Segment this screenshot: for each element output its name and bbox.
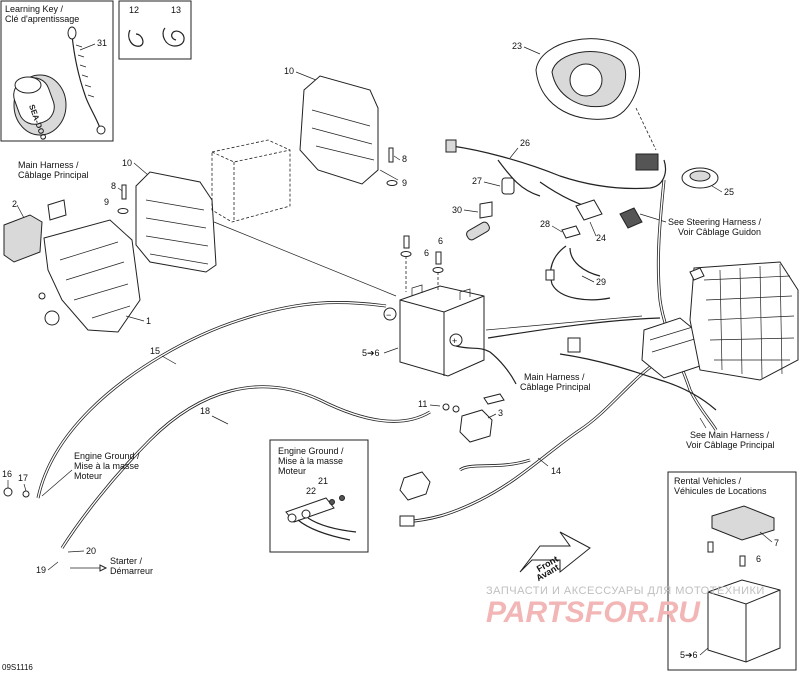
starter-en: Starter /: [110, 556, 143, 566]
main-harness-2-en: Main Harness /: [524, 372, 585, 382]
callout-9a: 9: [104, 197, 109, 207]
main-harness-1-en: Main Harness /: [18, 160, 79, 170]
engine-ground-left-1: Engine Ground /: [74, 451, 140, 461]
callout-14: 14: [551, 466, 561, 476]
rental-battery: [707, 579, 781, 663]
callout-8b: 8: [402, 154, 407, 164]
engine-ground-left: 16 17 Engine Ground / Mise à la masse Mo…: [2, 451, 153, 576]
main-harness-bracket-left: Main Harness / Câblage Principal 2 1: [3, 160, 151, 333]
main-harness-right: See Main Harness / Voir Câblage Principa…: [487, 179, 799, 450]
callout-26: 26: [520, 138, 530, 148]
learning-key-title-fr: Clé d'aprentissage: [5, 14, 79, 24]
callout-2: 2: [12, 199, 17, 209]
starter-solenoid: 11 3: [418, 399, 503, 443]
callout-10b: 10: [284, 66, 294, 76]
callout-21: 21: [318, 476, 328, 486]
gauge-cluster: 23: [512, 38, 657, 151]
engine-ground-left-2: Mise à la masse: [74, 461, 139, 471]
see-main-harness-fr: Voir Câblage Principal: [686, 440, 775, 450]
battery-housing-left: 10 8 9: [104, 158, 217, 273]
callout-16: 16: [2, 469, 12, 479]
steering-harness-fr: Voir Câblage Guidon: [678, 227, 761, 237]
watermark: ЗАПЧАСТИ И АКСЕССУАРЫ ДЛЯ МОТОТЕХНИКИ PA…: [486, 585, 765, 629]
cable-14: 14: [399, 358, 661, 527]
callout-1: 1: [146, 316, 151, 326]
callout-22: 22: [306, 486, 316, 496]
main-harness-1-fr: Câblage Principal: [18, 170, 89, 180]
callout-9b: 9: [402, 178, 407, 188]
cable-15: 15: [36, 301, 387, 499]
callout-25: 25: [724, 187, 734, 197]
engine-ground-box-3: Moteur: [278, 466, 306, 476]
rental-vehicles-inset: Rental Vehicles / Véhicules de Locations…: [667, 471, 797, 671]
learning-key-inset: Learning Key / Clé d'aprentissage SEA-DO…: [0, 0, 114, 142]
sensor-wires: 28 29: [540, 219, 611, 301]
learning-key-drawing: SEA-DOO: [13, 26, 106, 141]
starter-fr: Démarreur: [110, 566, 153, 576]
clip-13: [162, 27, 185, 47]
callout-13: 13: [171, 5, 181, 15]
battery-ghost: [211, 139, 291, 223]
callout-28: 28: [540, 219, 550, 229]
battery-main: − + 5➔6 6 6: [362, 235, 485, 377]
callout-27: 27: [472, 176, 482, 186]
drawing-id: 09S1116: [2, 663, 33, 672]
callout-29: 29: [596, 277, 606, 287]
callout-6a: 6: [424, 248, 429, 258]
battery-plus: +: [452, 336, 457, 346]
callout-12: 12: [129, 5, 139, 15]
battery-tray-top: 10 8 9: [284, 66, 407, 188]
callout-7: 7: [774, 538, 779, 548]
callout-6b: 6: [438, 236, 443, 246]
engine-ground-left-3: Moteur: [74, 471, 102, 481]
relay-connector: [399, 471, 431, 501]
battery-cover: [711, 505, 775, 541]
battery-ref-rental: 5➔6: [680, 650, 698, 660]
engine-ground-inset: Engine Ground / Mise à la masse Moteur 2…: [269, 439, 369, 553]
callout-23: 23: [512, 41, 522, 51]
watermark-line1: ЗАПЧАСТИ И АКСЕССУАРЫ ДЛЯ МОТОТЕХНИКИ: [486, 585, 765, 597]
callout-6c: 6: [756, 554, 761, 564]
callout-31: 31: [97, 38, 107, 48]
steering-harness: 26 27 30 24 See Steering Harness / Voir …: [445, 138, 762, 243]
callout-10a: 10: [122, 158, 132, 168]
main-harness-2-fr: Câblage Principal: [520, 382, 591, 392]
front-arrow: Front Avant: [519, 531, 591, 583]
callout-24: 24: [596, 233, 606, 243]
connector-block: [3, 214, 43, 263]
callout-11: 11: [418, 399, 427, 409]
button-knob: 25: [681, 167, 734, 197]
battery-minus: −: [386, 310, 391, 320]
positive-lead: Main Harness / Câblage Principal: [455, 345, 591, 405]
clip-12: [128, 29, 144, 47]
callout-8a: 8: [111, 181, 116, 191]
see-main-harness-en: See Main Harness /: [690, 430, 770, 440]
callout-18: 18: [200, 406, 210, 416]
callout-30: 30: [452, 205, 462, 215]
learning-key-title-en: Learning Key /: [5, 4, 64, 14]
steering-harness-en: See Steering Harness /: [668, 217, 762, 227]
engine-ground-box-1: Engine Ground /: [278, 446, 344, 456]
battery-ref-main: 5➔6: [362, 348, 380, 358]
clips-inset: 12 13: [118, 0, 192, 60]
watermark-line2: PARTSFOR.RU: [486, 596, 701, 629]
rental-fr: Véhicules de Locations: [674, 486, 767, 496]
engine-ground-box-2: Mise à la masse: [278, 456, 343, 466]
callout-19: 19: [36, 565, 46, 575]
cable-18: 18: [60, 385, 431, 549]
mounting-bracket: [43, 219, 141, 333]
engine-module: [689, 261, 799, 381]
callout-20: 20: [86, 546, 96, 556]
leader-lines: [213, 169, 643, 331]
rental-en: Rental Vehicles /: [674, 476, 742, 486]
callout-17: 17: [18, 473, 28, 483]
callout-3: 3: [498, 408, 503, 418]
callout-15: 15: [150, 346, 160, 356]
